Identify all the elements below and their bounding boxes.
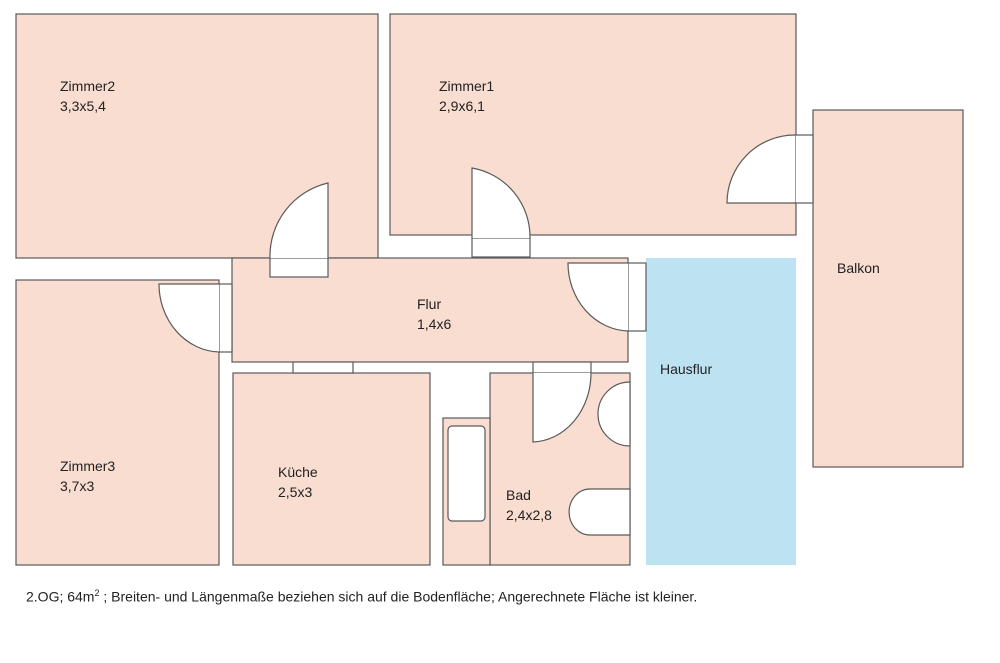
caption-floor-area: 2.OG; 64m [26, 588, 95, 605]
bathtub [447, 425, 486, 522]
room-kueche [232, 372, 431, 566]
label-hausflur-name: Hausflur [660, 361, 712, 377]
caption-superscript: 2 [94, 588, 100, 598]
label-zimmer2-size: 3,3x5,4 [60, 98, 106, 114]
door-kueche [292, 361, 354, 374]
label-zimmer1-name: Zimmer1 [439, 78, 494, 94]
label-bad-size: 2,4x2,8 [506, 507, 552, 523]
washbasin [597, 381, 631, 447]
door-zimmer3 [158, 283, 233, 353]
label-bad-name: Bad [506, 487, 531, 503]
caption-note: ; Breiten- und Längenmaße beziehen sich … [99, 588, 698, 605]
label-flur-name: Flur [417, 296, 441, 312]
door-bad [532, 361, 592, 443]
label-balkon-name: Balkon [837, 260, 880, 276]
door-hausflur [567, 262, 647, 332]
label-kueche-name: Küche [278, 464, 318, 480]
label-zimmer3-size: 3,7x3 [60, 478, 94, 494]
door-balkon [726, 134, 814, 204]
label-flur-size: 1,4x6 [417, 316, 451, 332]
door-zimmer1 [471, 167, 531, 258]
plan-caption: 2.OG; 64m2 ; Breiten- und Längenmaße bez… [26, 588, 697, 605]
door-zimmer2 [269, 182, 329, 278]
label-kueche-size: 2,5x3 [278, 484, 312, 500]
room-hausflur [646, 258, 796, 565]
label-zimmer1-size: 2,9x6,1 [439, 98, 485, 114]
room-balkon [812, 109, 964, 468]
label-zimmer2-name: Zimmer2 [60, 78, 115, 94]
toilet [568, 488, 631, 536]
label-zimmer3-name: Zimmer3 [60, 458, 115, 474]
